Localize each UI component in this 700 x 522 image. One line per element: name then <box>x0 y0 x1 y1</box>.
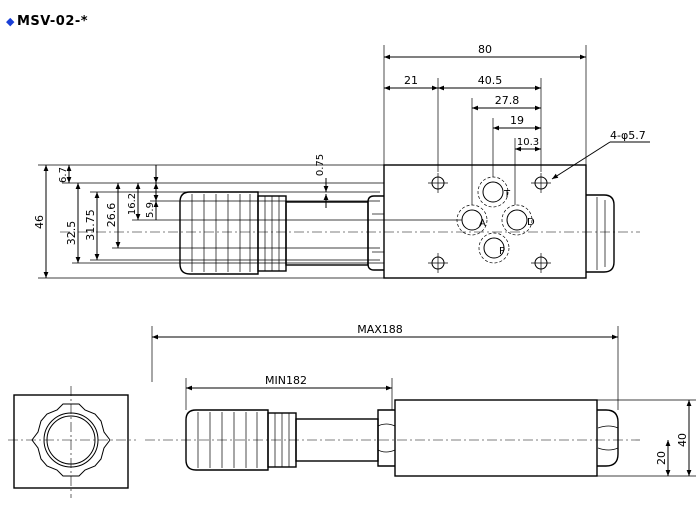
mounting-hole <box>428 253 448 273</box>
dim-min182: MIN182 <box>265 374 307 387</box>
port-P-label: P <box>499 246 505 257</box>
threaded-stem <box>285 201 369 266</box>
dim-5-9: 5.9 <box>145 202 156 218</box>
dim-26-6: 26.6 <box>105 203 118 228</box>
dim-40: 40 <box>676 433 689 447</box>
mounting-hole <box>531 173 551 193</box>
dim-0-75: 0.75 <box>315 154 326 176</box>
front-view: MAX188 MIN182 40 20 <box>145 323 696 477</box>
dim-19: 19 <box>510 114 524 127</box>
dim-40-5: 40.5 <box>478 74 503 87</box>
dim-hole-spec: 4-φ5.7 <box>610 129 646 142</box>
adjustment-knob <box>179 191 259 275</box>
end-view <box>8 386 136 498</box>
port-D-label: D <box>527 217 535 228</box>
front-body <box>394 399 598 477</box>
model-label: MSV-02-* <box>16 14 89 29</box>
dim-27-8: 27.8 <box>495 94 520 107</box>
knob-ring <box>43 412 99 468</box>
dim-16-2: 16.2 <box>127 193 138 215</box>
dim-max188: MAX188 <box>357 323 403 336</box>
mounting-hole <box>428 173 448 193</box>
port-D <box>501 204 533 236</box>
front-knob <box>185 409 269 471</box>
dim-31-75: 31.75 <box>84 209 97 241</box>
dim-46: 46 <box>33 215 46 229</box>
dim-80: 80 <box>478 43 492 56</box>
dim-32-5: 32.5 <box>65 221 78 246</box>
port-T-label: T <box>503 189 511 200</box>
top-view: T A D P 80 21 40.5 27.8 19 10.3 4-φ5.7 4… <box>33 43 650 279</box>
port-A-label: A <box>479 218 486 229</box>
valve-body <box>383 164 587 279</box>
front-left-hex <box>377 409 395 467</box>
drawing-title: ◆MSV-02-* <box>6 14 88 29</box>
front-right-hex <box>597 409 619 467</box>
dim-6-7: 6.7 <box>58 167 69 183</box>
dim-21: 21 <box>404 74 418 87</box>
knob-outline <box>31 403 111 477</box>
right-nut <box>586 194 615 273</box>
dim-20: 20 <box>655 451 668 465</box>
diamond-bullet-icon: ◆ <box>6 15 15 28</box>
port-P <box>478 232 510 264</box>
mounting-hole <box>531 253 551 273</box>
dim-10-3: 10.3 <box>517 137 539 148</box>
left-nut <box>367 195 384 271</box>
